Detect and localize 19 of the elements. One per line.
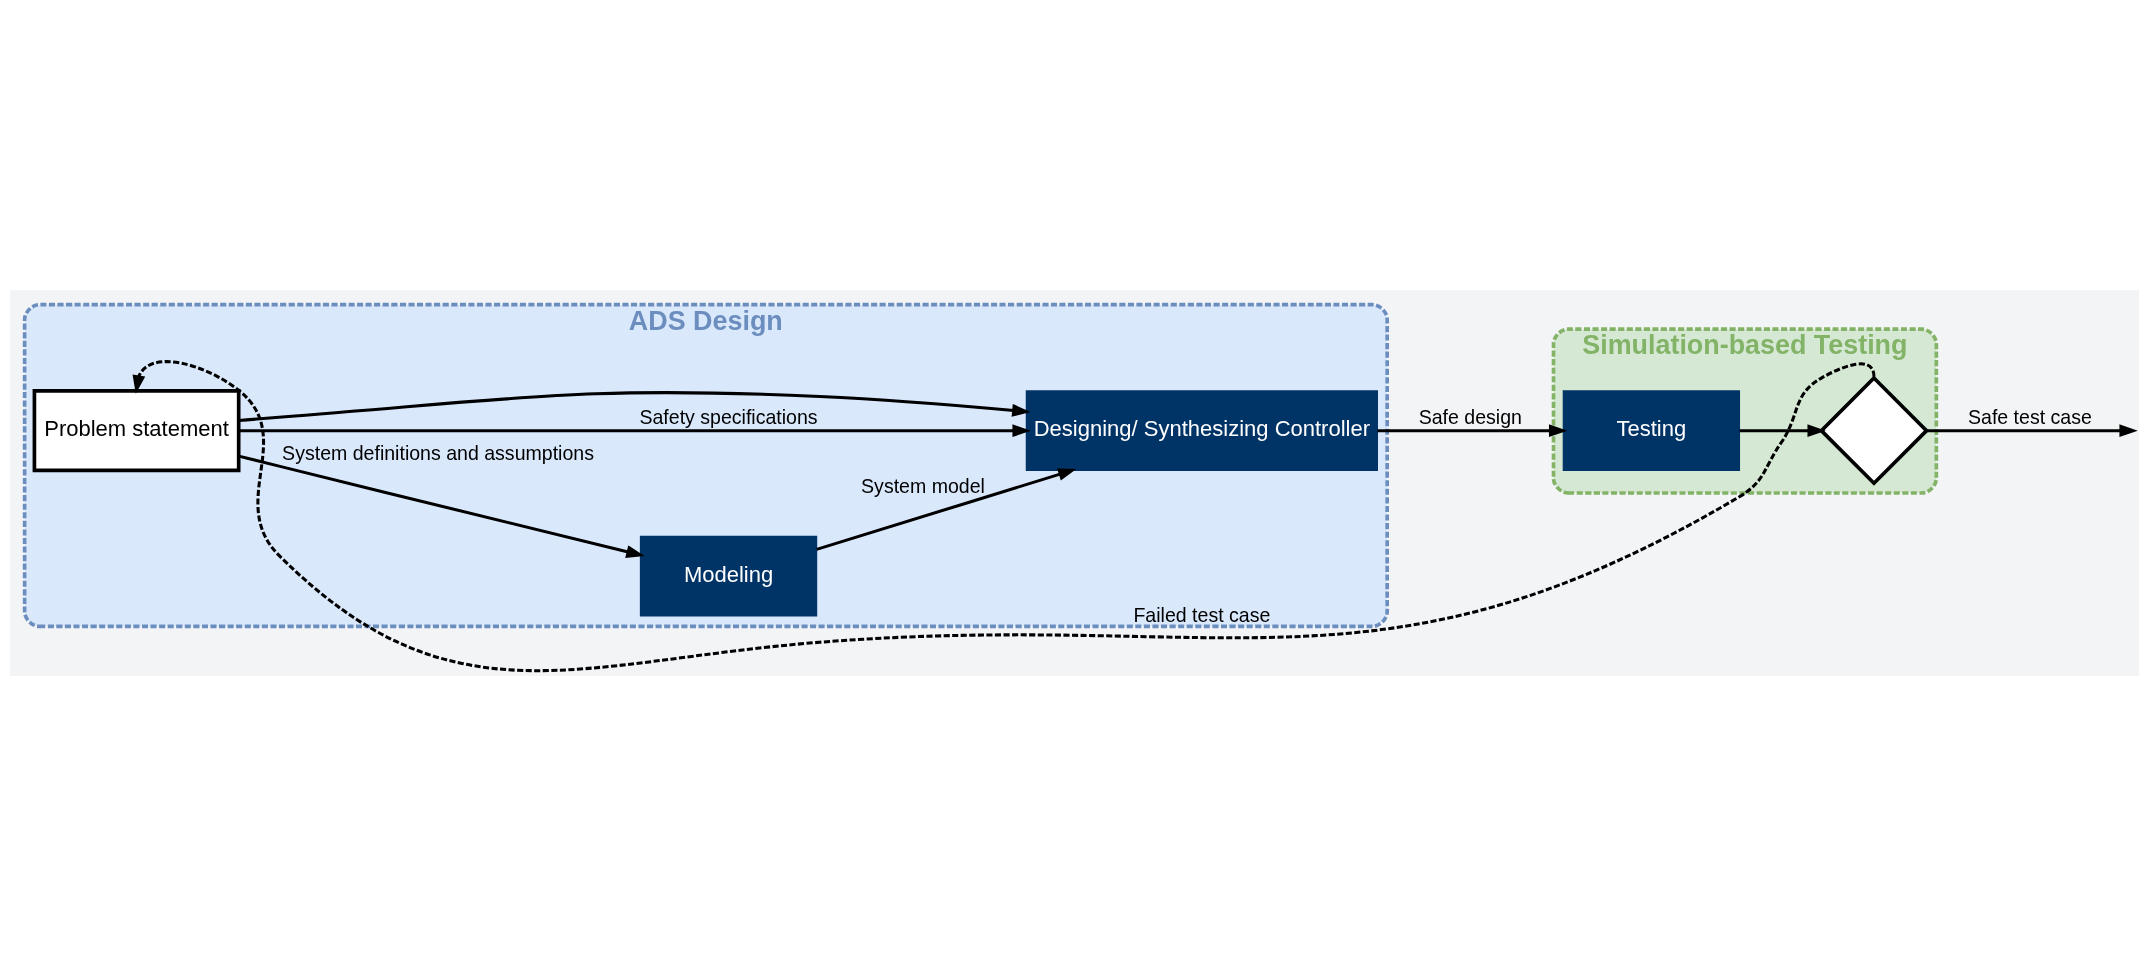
- arrow: [816, 467, 1077, 551]
- arrow: [238, 454, 645, 558]
- edge-label: Safe design: [1418, 405, 1522, 428]
- edge-label: Safety specifications: [639, 405, 818, 428]
- edge-label: Safe test case: [1967, 405, 2092, 428]
- arrow: [1739, 423, 1826, 437]
- arrow: [238, 423, 1031, 437]
- edge-label: Failed test case: [1133, 603, 1271, 626]
- arrow: [132, 360, 1876, 672]
- node-box: Modeling: [639, 535, 818, 617]
- arrow: [238, 390, 1031, 422]
- node-box: Designing/ Synthesizing Controller: [1025, 389, 1378, 471]
- node-diamond: [1818, 374, 1930, 486]
- edge-label: System definitions and assumptions: [282, 441, 594, 464]
- node-box: Problem statement: [32, 388, 241, 472]
- arrow: [1926, 423, 2138, 437]
- node-box: Testing: [1562, 389, 1741, 471]
- edge-label: System model: [861, 474, 985, 497]
- arrow: [1377, 423, 1568, 437]
